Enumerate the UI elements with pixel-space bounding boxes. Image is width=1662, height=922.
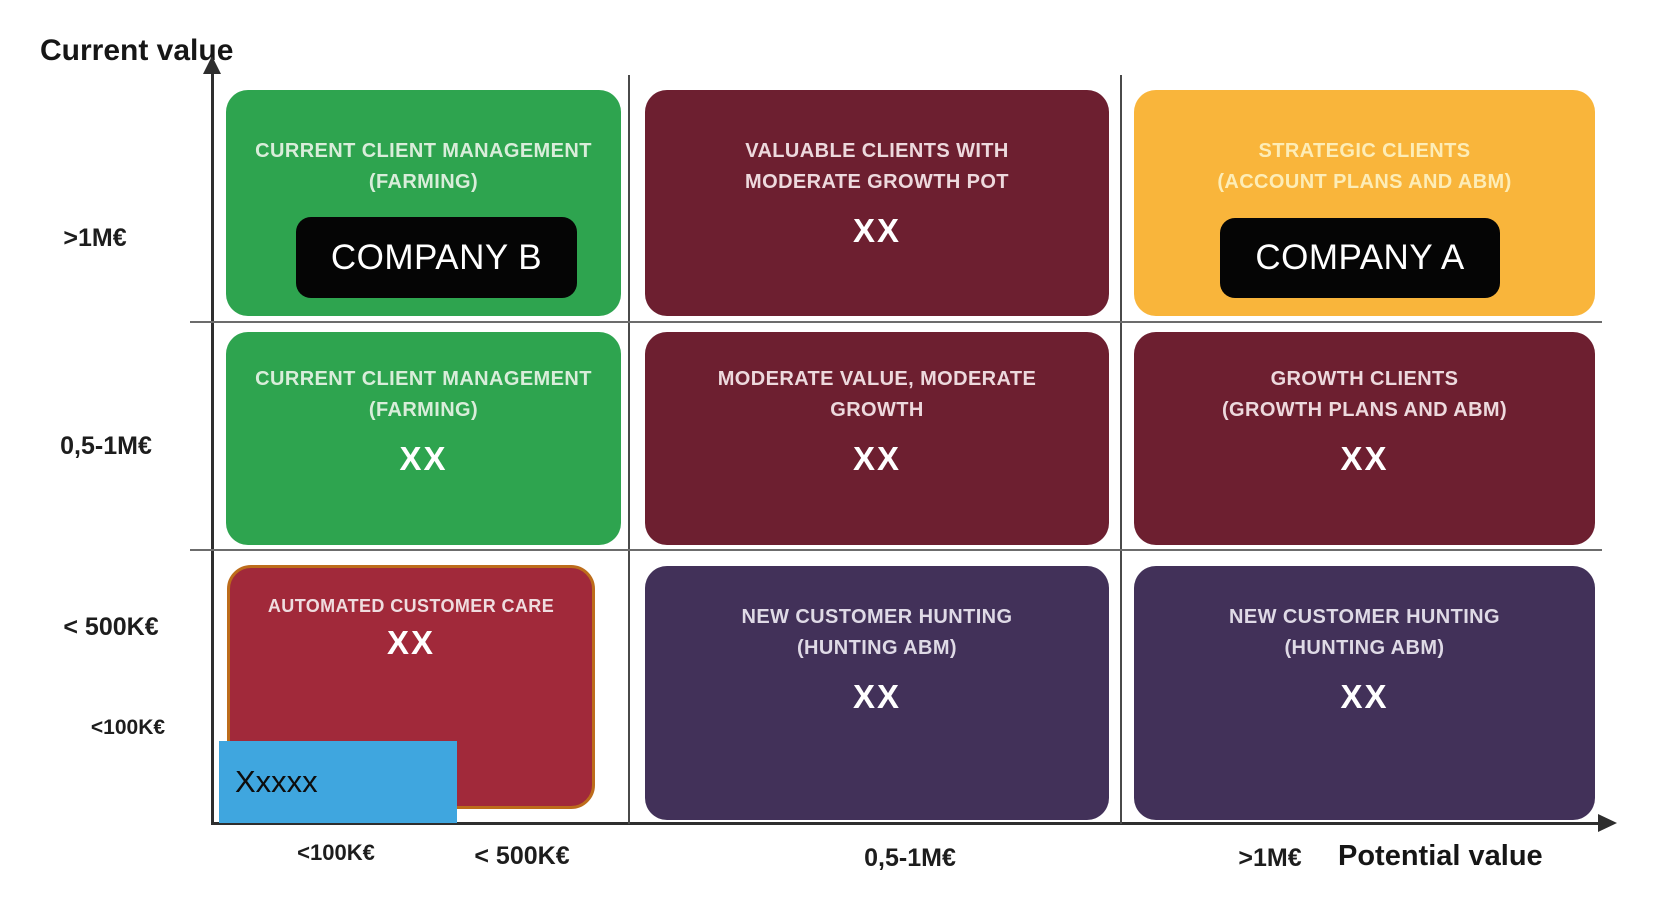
highlight-overlay: Xxxxx [219,741,457,823]
y-tick-lt-100k: <100K€ [90,716,166,739]
cell-title: STRATEGIC CLIENTS (ACCOUNT PLANS AND ABM… [1217,140,1512,193]
grid-horizontal-divider-2 [190,549,1602,551]
company-a-pill: COMPANY A [1220,218,1500,298]
x-tick-lt-500k: < 500K€ [474,842,570,870]
overlay-label: Xxxxx [235,764,318,799]
y-axis-title: Current value [40,34,234,67]
y-tick-lt-500k: < 500K€ [63,613,159,641]
cell-moderate-value-moderate-growth: MODERATE VALUE, MODERATE GROWTH XX [645,332,1109,545]
y-tick-gt-1m: >1M€ [63,224,127,252]
x-tick-lt-100k: <100K€ [297,840,375,865]
x-axis-arrowhead-icon [1598,814,1617,832]
cell-title: NEW CUSTOMER HUNTING (HUNTING ABM) [741,606,1013,659]
cell-title: CURRENT CLIENT MANAGEMENT (FARMING) [255,140,592,193]
cell-title: GROWTH CLIENTS (GROWTH PLANS AND ABM) [1221,368,1508,421]
cell-new-customer-hunting-right: NEW CUSTOMER HUNTING (HUNTING ABM) XX [1134,566,1595,820]
cell-valuable-clients: VALUABLE CLIENTS WITH MODERATE GROWTH PO… [645,90,1109,316]
x-axis-title: Potential value [1338,840,1543,872]
cell-count: XX [1340,440,1389,477]
y-axis-line [211,72,214,824]
cell-title: AUTOMATED CUSTOMER CARE [267,596,555,616]
cell-current-client-management-mid: CURRENT CLIENT MANAGEMENT (FARMING) XX [226,332,621,545]
cell-title: MODERATE VALUE, MODERATE GROWTH [717,368,1037,421]
cell-count: XX [852,440,902,477]
x-tick-05-1m: 0,5-1M€ [864,844,956,872]
cell-title: CURRENT CLIENT MANAGEMENT (FARMING) [255,368,592,421]
cell-title: VALUABLE CLIENTS WITH MODERATE GROWTH PO… [745,140,1009,193]
x-tick-gt-1m: >1M€ [1238,844,1302,872]
grid-vertical-divider-2 [1120,75,1122,824]
cell-growth-clients: GROWTH CLIENTS (GROWTH PLANS AND ABM) XX [1134,332,1595,545]
cell-title: NEW CUSTOMER HUNTING (HUNTING ABM) [1229,606,1500,659]
y-tick-05-1m: 0,5-1M€ [60,432,152,460]
y-axis-arrowhead-icon [203,56,221,74]
company-b-pill: COMPANY B [296,217,577,298]
cell-count: XX [386,624,436,661]
grid-vertical-divider-1 [628,75,630,824]
cell-count: XX [852,212,902,249]
cell-count: XX [399,440,448,477]
cell-new-customer-hunting-mid: NEW CUSTOMER HUNTING (HUNTING ABM) XX [645,566,1109,820]
x-axis-line [211,822,1603,825]
cell-count: XX [852,678,902,715]
cell-count: XX [1340,678,1389,715]
grid-horizontal-divider-1 [190,321,1602,323]
